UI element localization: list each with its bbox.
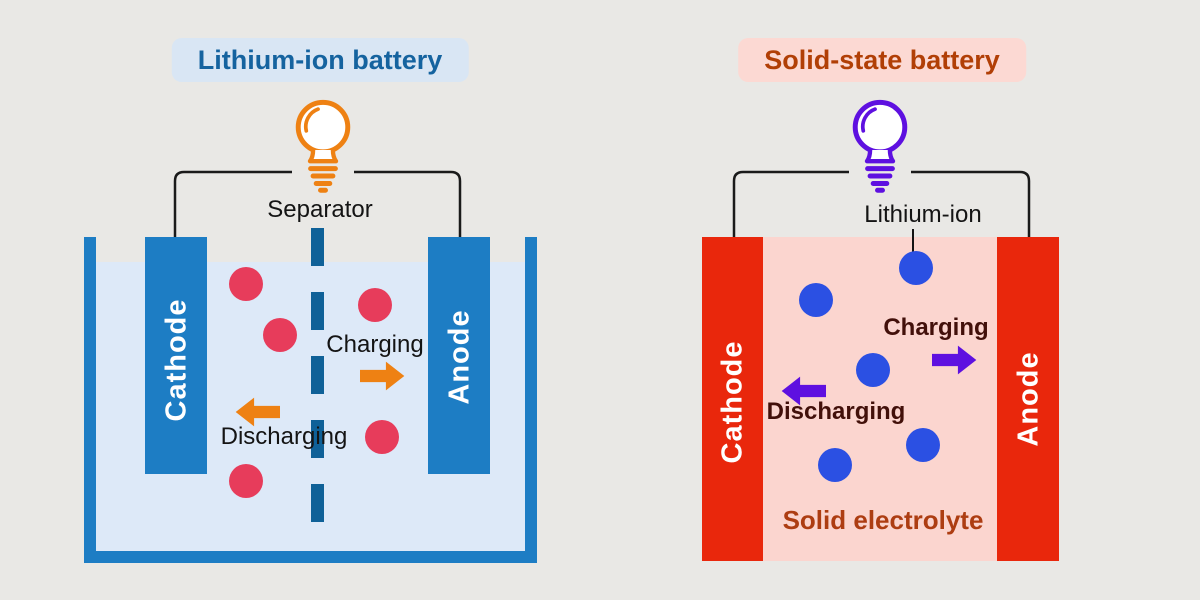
separator-line bbox=[311, 228, 324, 545]
lithium-ion-particle bbox=[229, 464, 263, 498]
charging-label: Charging bbox=[883, 314, 989, 341]
light-bulb-icon bbox=[849, 98, 911, 194]
lithium-ion-particle bbox=[799, 283, 833, 317]
lithium-ion-particle bbox=[358, 288, 392, 322]
discharging-arrow-left-icon bbox=[235, 397, 280, 427]
anode-label: Anode bbox=[1012, 351, 1045, 447]
cathode-label: Cathode bbox=[716, 340, 749, 464]
lithium-ion-particle bbox=[365, 420, 399, 454]
cathode-electrode bbox=[702, 237, 763, 561]
solid-state-battery-title: Solid-state battery bbox=[738, 38, 1026, 82]
cathode-label: Cathode bbox=[160, 298, 193, 422]
lithium-ion-battery-title: Lithium-ion battery bbox=[171, 38, 469, 82]
anode-electrode bbox=[428, 237, 490, 474]
lithium-ion-particle bbox=[899, 251, 933, 285]
charging-arrow-right-icon bbox=[360, 361, 405, 391]
container-wall-left bbox=[84, 237, 96, 563]
lithium-ion-battery-diagram: Lithium-ion battery Cathode Anode bbox=[84, 38, 537, 563]
lithium-ion-particle bbox=[263, 318, 297, 352]
discharging-label: Discharging bbox=[766, 398, 906, 425]
charging-label: Charging bbox=[326, 331, 424, 358]
charging-arrow-right-icon bbox=[932, 345, 977, 375]
solid-electrolyte-label: Solid electrolyte bbox=[782, 505, 984, 535]
container-bottom bbox=[84, 551, 537, 563]
light-bulb-icon bbox=[292, 98, 354, 194]
separator-label: Separator bbox=[267, 196, 373, 223]
anode-electrode bbox=[997, 237, 1059, 561]
lithium-ion-particle bbox=[818, 448, 852, 482]
container-wall-right bbox=[525, 237, 537, 563]
anode-label: Anode bbox=[443, 309, 476, 405]
solid-state-battery-diagram: Solid-state battery Cathode Anode Lithiu… bbox=[600, 0, 1200, 600]
lithium-ion-particle bbox=[229, 267, 263, 301]
lithium-ion-callout-label: Lithium-ion bbox=[864, 201, 982, 228]
cathode-electrode bbox=[145, 237, 207, 474]
lithium-ion-pointer-line bbox=[912, 229, 914, 265]
discharging-arrow-left-icon bbox=[781, 376, 826, 406]
discharging-label: Discharging bbox=[220, 423, 348, 450]
lithium-ion-particle bbox=[906, 428, 940, 462]
lithium-ion-particle bbox=[856, 353, 890, 387]
